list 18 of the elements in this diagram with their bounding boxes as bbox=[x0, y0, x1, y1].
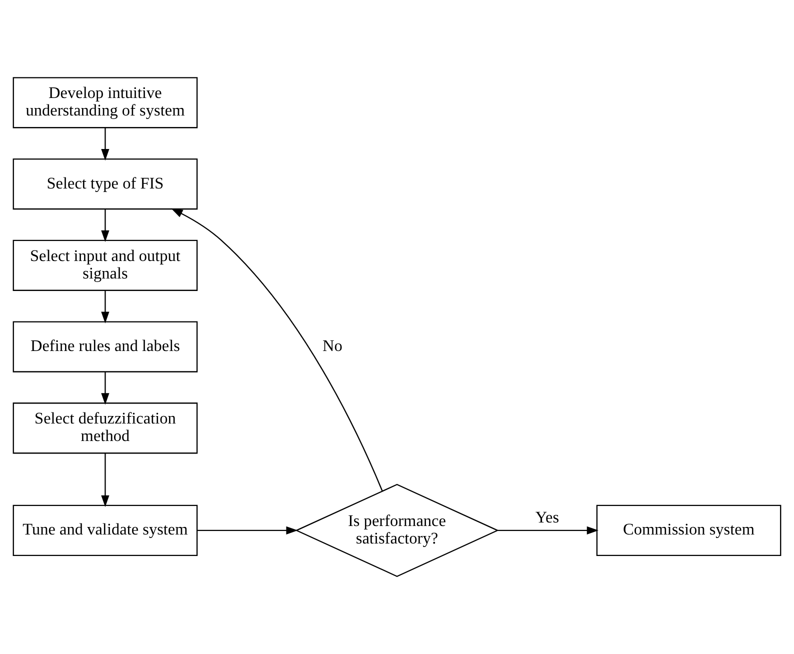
node-box: Select type of FIS bbox=[12, 158, 198, 210]
arrow bbox=[101, 372, 110, 405]
edge-label: No bbox=[322, 337, 342, 356]
arrow bbox=[198, 526, 298, 534]
arrow bbox=[101, 454, 110, 508]
node-box: Tune and validate system bbox=[12, 504, 198, 556]
node-box: Select input and output signals bbox=[12, 240, 198, 291]
node-box: Select defuzzification method bbox=[12, 402, 198, 454]
node-box: Commission system bbox=[596, 504, 782, 556]
node-box: Develop intuitive understanding of system bbox=[12, 77, 198, 128]
node-diamond: Is performance satisfactory? bbox=[295, 484, 499, 577]
arrow bbox=[101, 209, 110, 242]
arrow bbox=[101, 290, 110, 324]
edge-label: Yes bbox=[535, 508, 560, 527]
arrow bbox=[101, 128, 110, 161]
arrow bbox=[171, 208, 383, 491]
node-box: Define rules and labels bbox=[12, 321, 198, 372]
arrow bbox=[498, 526, 599, 534]
